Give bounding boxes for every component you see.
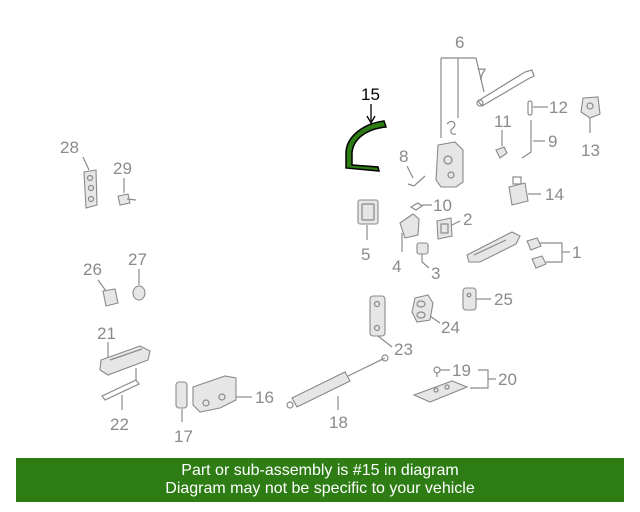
banner-line-1: Part or sub-assembly is #15 in diagram <box>181 462 459 479</box>
callout-9: 9 <box>548 132 557 151</box>
callout-22: 22 <box>110 415 129 434</box>
leader-3 <box>421 254 430 269</box>
callout-6: 6 <box>455 33 464 52</box>
part-4-bracket <box>399 213 420 239</box>
callout-27: 27 <box>128 250 147 269</box>
info-banner: Part or sub-assembly is #15 in diagram D… <box>16 458 624 502</box>
callout-15: 15 <box>361 85 380 104</box>
leader-28 <box>82 156 90 171</box>
part-14-actuator <box>508 176 529 206</box>
part-28-strap <box>83 169 98 209</box>
part-23-plate <box>369 295 386 337</box>
callout-12: 12 <box>549 98 568 117</box>
callout-3: 3 <box>431 264 440 283</box>
callout-1: 1 <box>572 243 581 262</box>
part-9-rod <box>521 120 532 159</box>
part-1-handle <box>466 231 547 269</box>
part-26-bracket <box>102 288 119 307</box>
leader-7 <box>475 57 485 93</box>
part-13-bracket <box>580 96 601 119</box>
callout-19: 19 <box>452 361 471 380</box>
part-6-latch <box>435 120 464 188</box>
leader-8 <box>406 165 414 179</box>
callout-10: 10 <box>433 196 452 215</box>
callout-7: 7 <box>477 65 486 84</box>
banner-line-2: Diagram may not be specific to your vehi… <box>165 480 475 497</box>
callout-26: 26 <box>83 260 102 279</box>
callout-14: 14 <box>545 185 564 204</box>
part-25-shim <box>462 287 477 311</box>
part-16-bracket <box>192 375 237 413</box>
part-7-rod <box>476 69 535 107</box>
part-5-seal <box>357 199 379 225</box>
part-20-plate <box>412 380 469 403</box>
callout-8: 8 <box>399 147 408 166</box>
leader-23 <box>377 335 393 348</box>
part-10-clip <box>409 202 424 211</box>
part-17-seal <box>175 381 188 409</box>
part-22-check-rod <box>101 379 140 401</box>
callout-23: 23 <box>394 340 413 359</box>
callout-4: 4 <box>392 257 401 276</box>
callout-11: 11 <box>494 112 512 131</box>
part-3-pad <box>416 242 429 255</box>
callout-21: 21 <box>97 324 116 343</box>
callout-5: 5 <box>361 245 370 264</box>
leader-2 <box>451 220 461 226</box>
part-18-strut <box>286 354 389 409</box>
callout-24: 24 <box>441 318 460 337</box>
callout-20: 20 <box>498 370 517 389</box>
callout-17: 17 <box>174 427 193 446</box>
part-27-grommet <box>132 285 146 301</box>
callout-29: 29 <box>113 159 132 178</box>
part-11-bumper <box>495 146 508 159</box>
callout-25: 25 <box>494 290 513 309</box>
callout-18: 18 <box>329 413 348 432</box>
part-12-pin <box>527 100 533 116</box>
part-29-bolt <box>117 193 137 206</box>
leader-20 <box>470 369 489 389</box>
part-15-weatherstrip[interactable] <box>345 120 388 172</box>
leader-24 <box>429 315 441 324</box>
callout-16: 16 <box>255 388 274 407</box>
callout-2: 2 <box>463 210 472 229</box>
callout-28: 28 <box>60 138 79 157</box>
part-21-hinge <box>99 345 151 376</box>
leader-15-arrow <box>366 115 376 125</box>
leader-26 <box>97 279 107 292</box>
part-19-screw <box>433 366 441 377</box>
callout-13: 13 <box>581 141 600 160</box>
part-2-gasket <box>436 217 453 240</box>
part-24-striker <box>411 294 434 323</box>
part-8-link <box>407 175 426 187</box>
